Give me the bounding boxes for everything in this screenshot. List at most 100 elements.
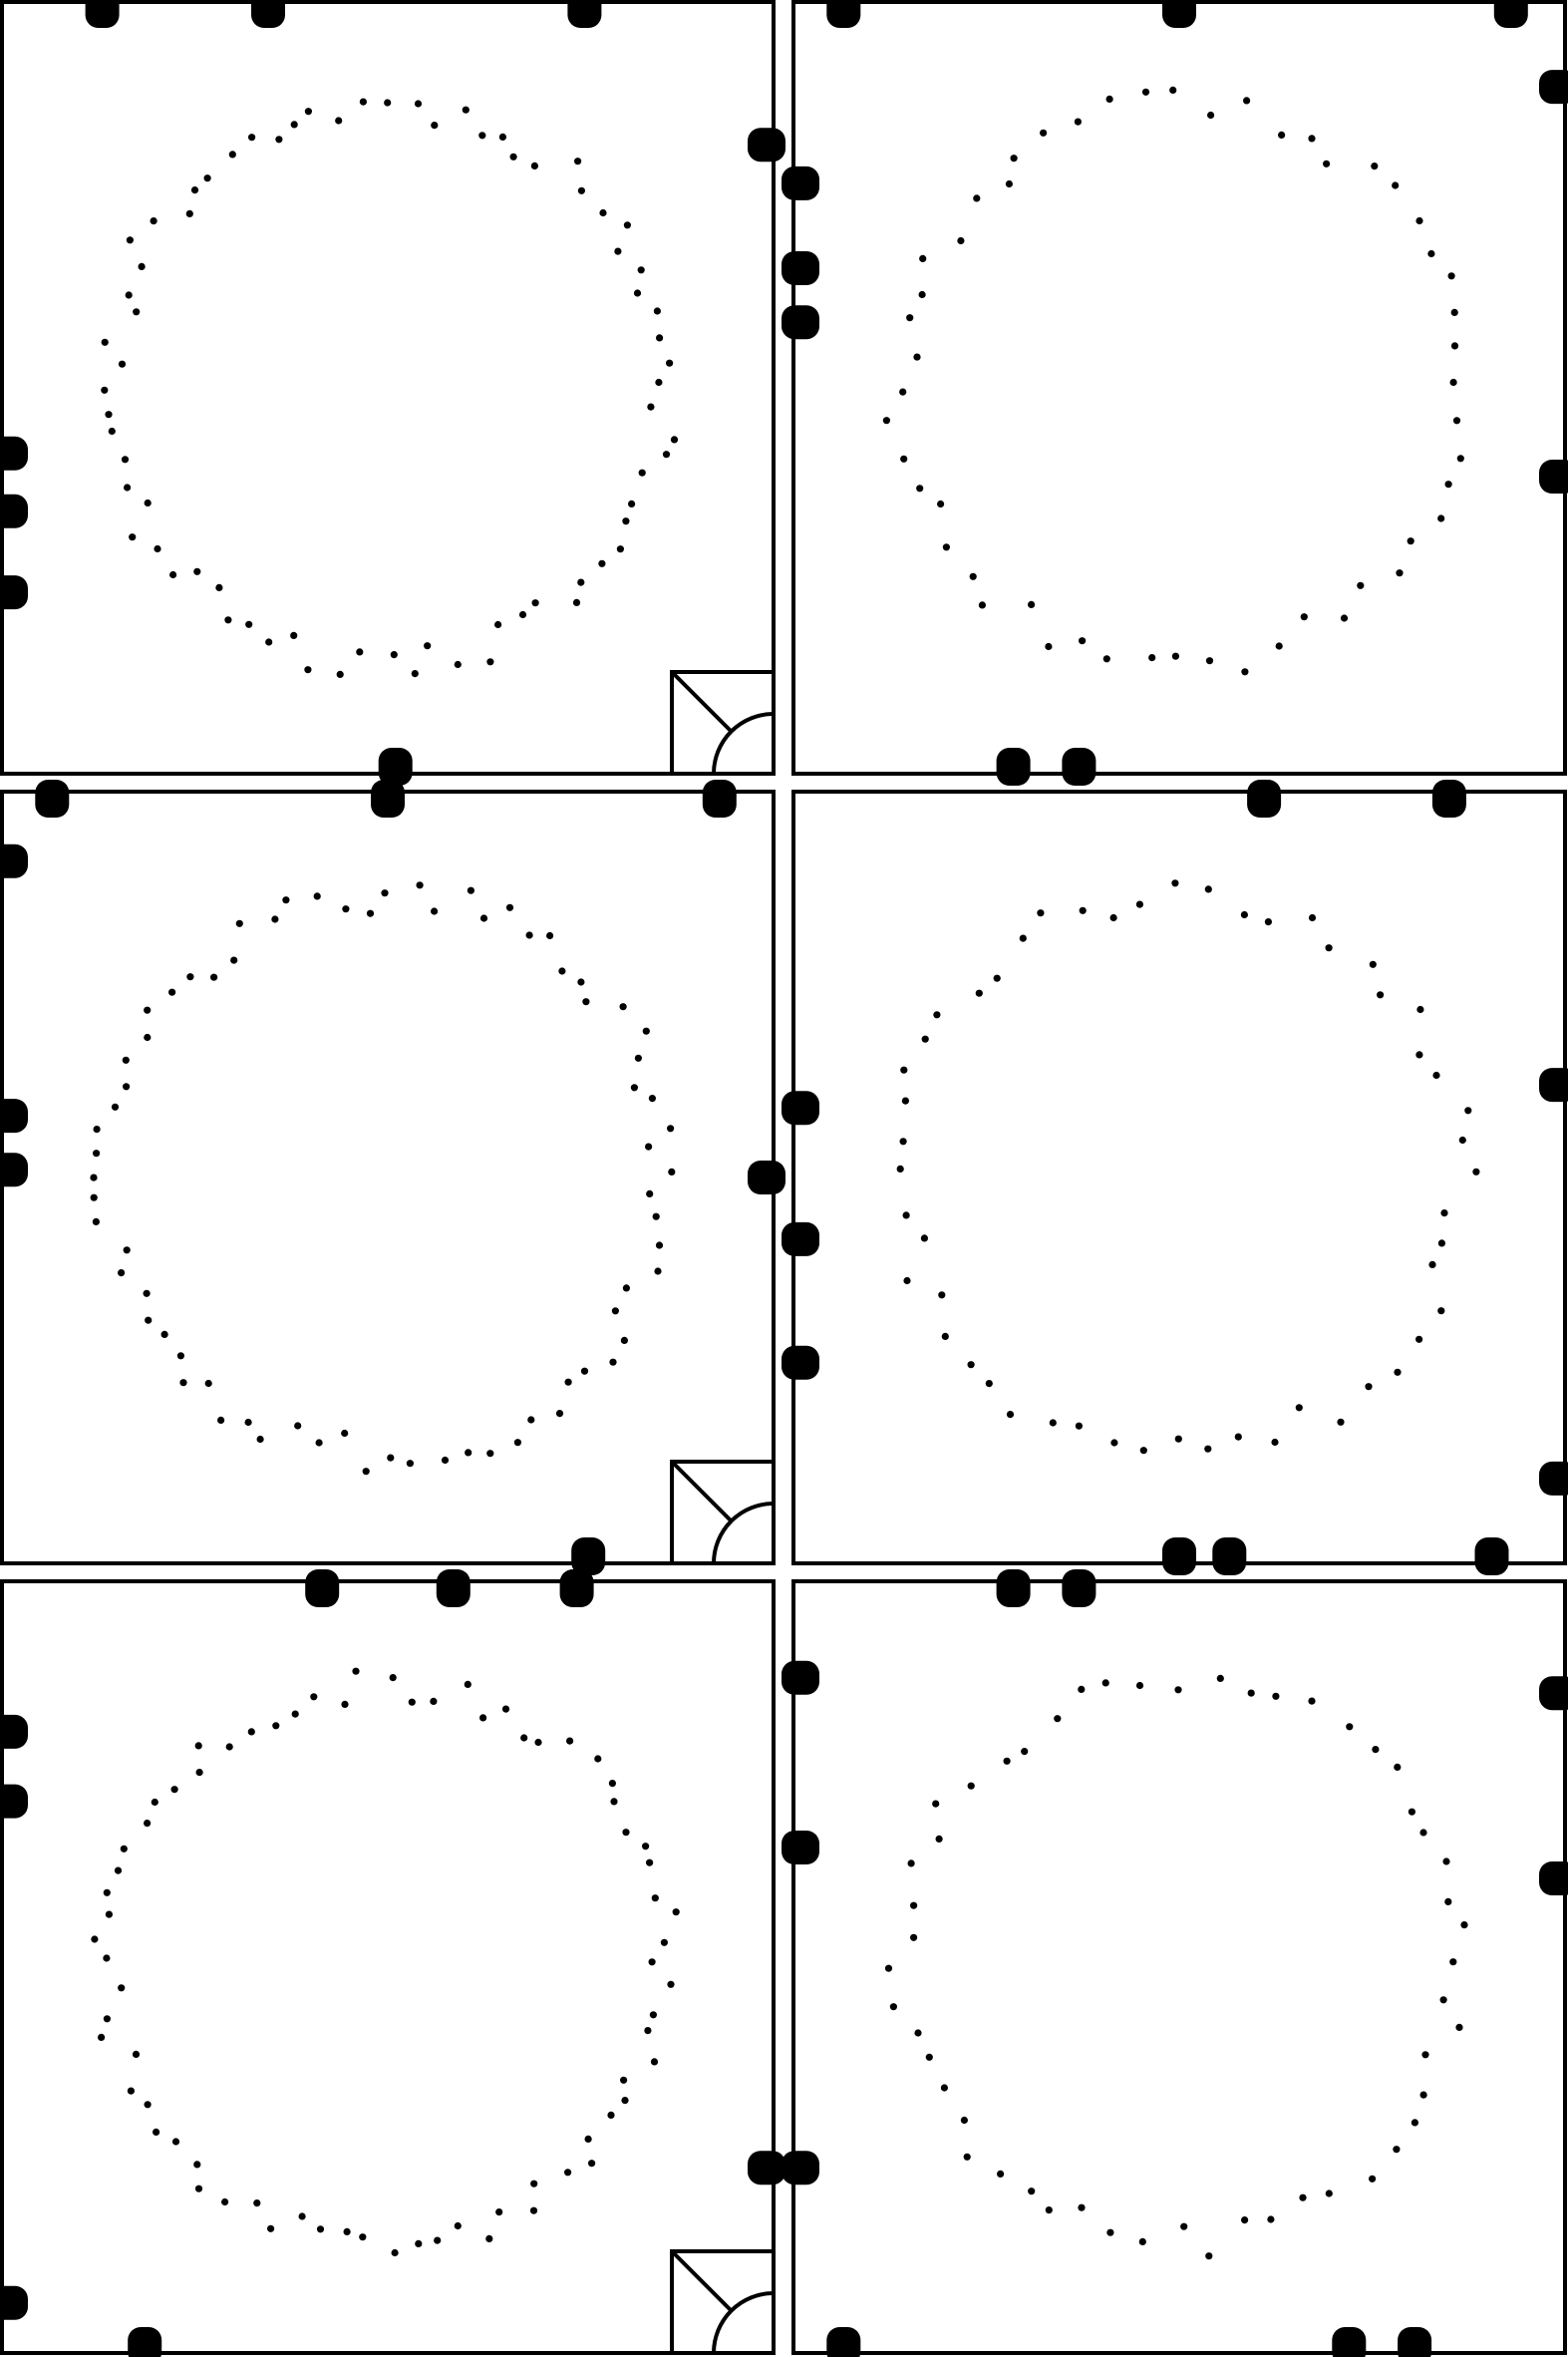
ring-dot — [415, 2239, 423, 2247]
ring-dot — [1138, 2237, 1146, 2245]
ring-dot — [919, 254, 927, 262]
ring-dot — [1205, 2252, 1213, 2260]
ring-dot — [465, 1449, 472, 1457]
ring-dot — [662, 451, 671, 459]
ring-dot — [118, 360, 127, 368]
ring-dot — [335, 117, 343, 125]
ring-dot — [408, 1698, 416, 1706]
ring-dot — [1449, 1958, 1457, 1966]
ring-dot — [1075, 1422, 1083, 1430]
ring-dot — [577, 978, 585, 986]
ring-dot — [1365, 1383, 1373, 1391]
edge-tab-left — [782, 251, 819, 285]
ring-dot — [431, 907, 439, 915]
ring-dot — [1054, 1715, 1062, 1723]
ring-dot — [985, 1380, 993, 1388]
ring-dot — [884, 1964, 893, 1972]
ring-dot — [1323, 160, 1331, 168]
ring-dot — [1141, 88, 1150, 96]
ring-dot — [882, 417, 890, 425]
ring-dot — [623, 221, 632, 229]
ring-dot — [599, 208, 607, 217]
ring-dot — [646, 1189, 654, 1197]
ring-dot — [171, 2138, 180, 2146]
edge-tab-top — [826, 0, 861, 28]
ring-dot — [1216, 1674, 1224, 1682]
ring-dot — [594, 1755, 602, 1763]
ring-dot — [1299, 2193, 1307, 2201]
ring-dot — [221, 2197, 229, 2206]
ring-dot — [978, 601, 986, 609]
edge-tab-right — [1539, 1068, 1568, 1103]
ring-dot — [154, 544, 161, 553]
ring-dot — [1241, 2216, 1249, 2224]
ring-dot — [628, 500, 636, 507]
ring-dot — [638, 469, 646, 477]
ring-dot — [667, 1125, 675, 1133]
ring-dot — [265, 638, 273, 646]
ring-dot — [580, 1367, 589, 1375]
ring-dot — [193, 567, 201, 575]
ring-dot — [105, 411, 113, 419]
ring-dot — [235, 919, 243, 927]
ring-dot — [588, 2160, 596, 2168]
ring-dot — [633, 289, 642, 297]
ring-dot — [478, 132, 486, 140]
edge-tab-left — [0, 575, 28, 610]
ring-dot — [642, 1843, 650, 1851]
ring-dot — [127, 2087, 135, 2095]
ring-dot — [224, 616, 232, 624]
ring-dot — [1174, 1686, 1182, 1694]
ring-dot — [92, 1217, 100, 1225]
ring-dot — [975, 989, 983, 997]
ring-dot — [967, 1361, 975, 1369]
edge-tab-left — [782, 1221, 819, 1256]
ring-dot — [186, 973, 194, 981]
ring-dot — [1325, 944, 1333, 952]
ring-dot — [1369, 960, 1377, 968]
ring-dot — [454, 2221, 462, 2230]
ring-dot — [352, 1667, 360, 1675]
ring-dot — [963, 2153, 971, 2161]
ring-dot — [217, 1416, 225, 1424]
ring-dot — [498, 133, 506, 141]
ring-dot — [1204, 885, 1212, 893]
ring-dot — [118, 1984, 126, 1992]
ring-dot — [1247, 1689, 1255, 1697]
ring-dot — [1408, 1808, 1415, 1816]
ring-dot — [564, 2169, 572, 2177]
ring-dot — [114, 1866, 123, 1874]
ring-dot — [918, 290, 926, 299]
ring-dot — [598, 559, 606, 567]
ring-dot — [656, 334, 664, 342]
ring-dot — [914, 2029, 922, 2037]
ring-dot — [168, 988, 176, 996]
ring-dot — [1372, 1746, 1380, 1754]
ring-dot — [1019, 934, 1027, 942]
ring-dot — [176, 1352, 184, 1360]
ring-dot — [1243, 97, 1251, 105]
ring-dot — [564, 1378, 572, 1386]
ring-dot — [582, 998, 590, 1006]
ring-dot — [655, 378, 663, 387]
ring-dot — [194, 2185, 203, 2192]
ring-dot — [1439, 1996, 1447, 2004]
ring-dot — [572, 598, 581, 607]
ring-dot — [1357, 581, 1365, 589]
ring-dot — [957, 236, 965, 245]
edge-tab-bottom — [1162, 1537, 1196, 1575]
edge-tab-left — [782, 1091, 819, 1126]
edge-tab-right — [748, 128, 785, 163]
ring-dot — [271, 915, 279, 923]
ring-dot — [1049, 1419, 1057, 1427]
ring-dot — [1171, 652, 1179, 660]
ring-dot — [144, 2101, 152, 2109]
ring-dot — [1267, 2215, 1275, 2223]
ring-dot — [359, 2233, 367, 2241]
ring-dot — [1415, 216, 1423, 225]
ring-dot — [1045, 642, 1053, 651]
ring-dot — [248, 134, 256, 142]
ring-dot — [1278, 131, 1286, 139]
ring-dot — [160, 1330, 168, 1338]
